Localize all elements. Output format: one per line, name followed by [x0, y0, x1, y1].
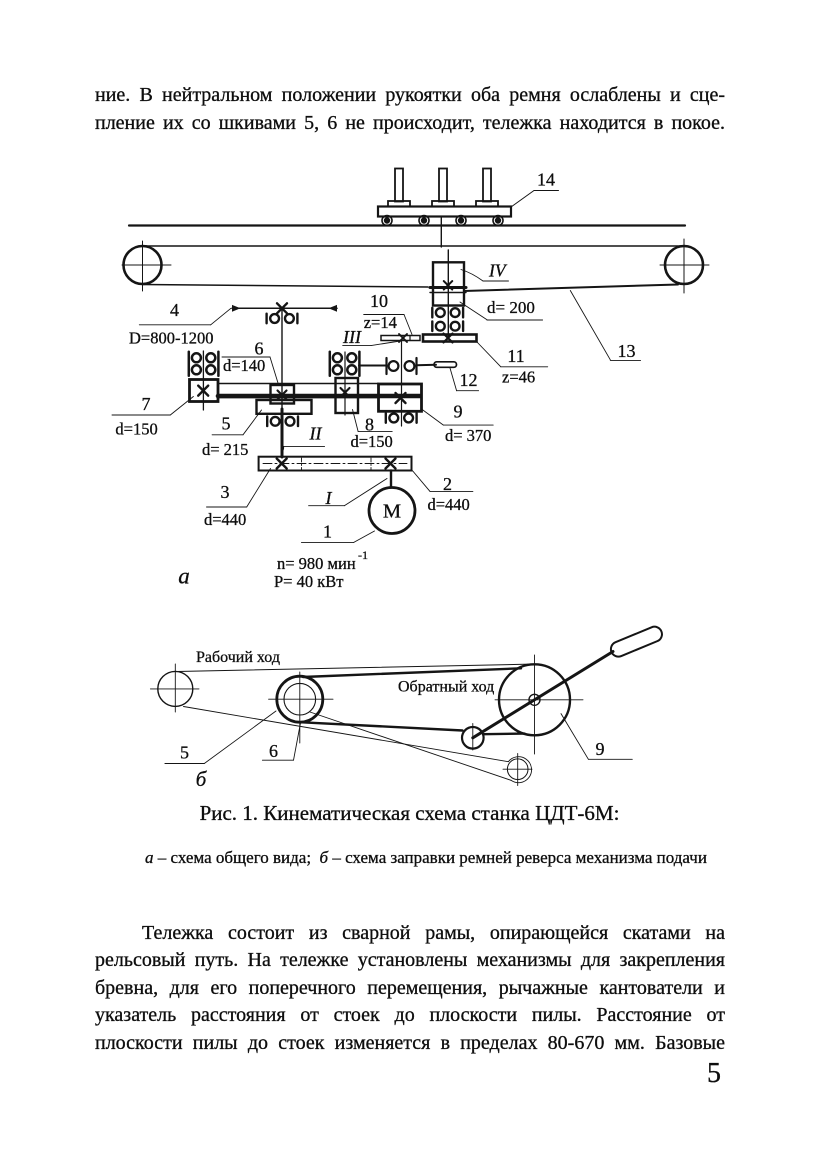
svg-text:6: 6 [269, 741, 278, 761]
svg-text:6: 6 [255, 339, 264, 359]
svg-text:10: 10 [370, 291, 388, 311]
svg-text:1: 1 [323, 522, 332, 542]
svg-text:I: I [325, 488, 333, 508]
svg-text:12: 12 [460, 370, 478, 390]
svg-text:11: 11 [507, 346, 524, 366]
svg-text:а: а [178, 564, 190, 589]
svg-text:d= 370: d= 370 [445, 426, 491, 445]
svg-text:М: М [383, 501, 401, 523]
svg-text:б: б [196, 767, 208, 791]
svg-text:z=14: z=14 [364, 313, 397, 332]
svg-text:9: 9 [454, 402, 463, 422]
svg-text:d=140: d=140 [223, 356, 265, 375]
svg-text:d= 200: d= 200 [487, 298, 535, 317]
svg-text:d=440: d=440 [204, 510, 246, 529]
svg-text:Р= 40 кВт: Р= 40 кВт [274, 572, 343, 591]
svg-text:13: 13 [618, 341, 636, 361]
svg-text:2: 2 [443, 474, 452, 494]
svg-text:d=440: d=440 [428, 495, 470, 514]
svg-text:z=46: z=46 [502, 368, 535, 387]
svg-text:Обратный ход: Обратный ход [398, 679, 494, 696]
svg-text:4: 4 [170, 300, 179, 320]
svg-text:8: 8 [365, 415, 374, 435]
svg-text:9: 9 [596, 739, 605, 759]
svg-text:-1: -1 [358, 548, 368, 562]
svg-text:Рабочий ход: Рабочий ход [196, 649, 280, 666]
svg-text:d=150: d=150 [115, 420, 157, 439]
svg-text:5: 5 [180, 743, 189, 763]
svg-text:II: II [309, 424, 323, 444]
svg-text:7: 7 [142, 394, 151, 414]
svg-text:d=150: d=150 [351, 432, 393, 451]
svg-text:D=800-1200: D=800-1200 [129, 329, 213, 348]
svg-text:n= 980 мин: n= 980 мин [277, 554, 356, 573]
svg-text:3: 3 [221, 482, 230, 502]
svg-text:d= 215: d= 215 [202, 440, 248, 459]
svg-text:IV: IV [488, 261, 508, 281]
svg-text:5: 5 [222, 414, 231, 434]
svg-text:III: III [342, 327, 362, 347]
svg-text:14: 14 [537, 170, 555, 190]
